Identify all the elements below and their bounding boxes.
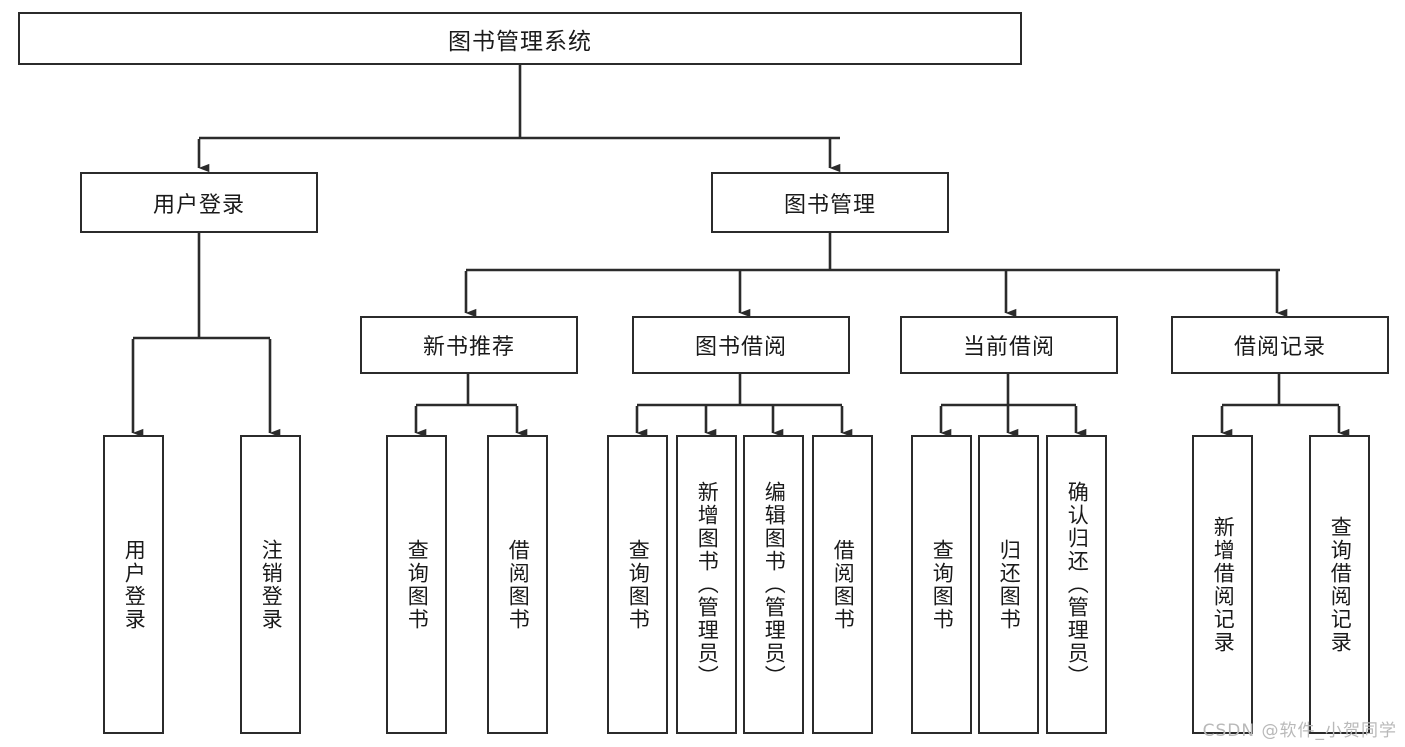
node-leaf-borrow-book-2[interactable]: 借阅图书 — [812, 435, 873, 734]
node-new-book-recommend-label: 新书推荐 — [422, 335, 515, 360]
node-new-book-recommend[interactable]: 新书推荐 — [360, 316, 578, 374]
node-book-manage-label: 图书管理 — [783, 192, 876, 218]
node-leaf-add-book[interactable]: 新增图书（管理员） — [676, 435, 737, 734]
node-leaf-add-book-label: 新增图书（管理员） — [695, 481, 720, 688]
node-book-borrow[interactable]: 图书借阅 — [632, 316, 850, 374]
watermark: CSDN @软件_小贺同学 — [1202, 721, 1397, 741]
node-borrow-record-label: 借阅记录 — [1233, 335, 1326, 360]
node-leaf-query-record-label: 查询借阅记录 — [1328, 515, 1353, 654]
node-leaf-logout-login[interactable]: 注销登录 — [240, 435, 301, 734]
node-leaf-user-login[interactable]: 用户登录 — [103, 435, 164, 734]
node-borrow-record[interactable]: 借阅记录 — [1171, 316, 1389, 374]
node-root[interactable]: 图书管理系统 — [18, 12, 1022, 65]
node-book-borrow-label: 图书借阅 — [694, 335, 787, 360]
node-user-login[interactable]: 用户登录 — [80, 172, 318, 233]
node-leaf-query-record[interactable]: 查询借阅记录 — [1309, 435, 1370, 734]
node-leaf-query-book-1[interactable]: 查询图书 — [386, 435, 447, 734]
node-leaf-edit-book-label: 编辑图书（管理员） — [762, 481, 787, 688]
node-leaf-confirm-return[interactable]: 确认归还（管理员） — [1046, 435, 1107, 734]
node-leaf-add-record[interactable]: 新增借阅记录 — [1192, 435, 1253, 734]
node-leaf-logout-login-label: 注销登录 — [259, 538, 284, 631]
node-leaf-query-book-3[interactable]: 查询图书 — [911, 435, 972, 734]
node-leaf-add-record-label: 新增借阅记录 — [1211, 515, 1236, 654]
node-leaf-borrow-book-2-label: 借阅图书 — [831, 538, 856, 631]
node-user-login-label: 用户登录 — [152, 192, 245, 218]
node-leaf-borrow-book-1-label: 借阅图书 — [506, 538, 531, 631]
node-leaf-confirm-return-label: 确认归还（管理员） — [1065, 481, 1090, 688]
node-leaf-user-login-label: 用户登录 — [122, 538, 147, 631]
node-leaf-query-book-3-label: 查询图书 — [930, 538, 955, 631]
node-current-borrow[interactable]: 当前借阅 — [900, 316, 1118, 374]
node-root-label: 图书管理系统 — [448, 28, 592, 55]
node-leaf-borrow-book-1[interactable]: 借阅图书 — [487, 435, 548, 734]
node-leaf-edit-book[interactable]: 编辑图书（管理员） — [743, 435, 804, 734]
node-leaf-query-book-2[interactable]: 查询图书 — [607, 435, 668, 734]
node-leaf-query-book-1-label: 查询图书 — [405, 538, 430, 631]
node-leaf-return-book[interactable]: 归还图书 — [978, 435, 1039, 734]
node-leaf-return-book-label: 归还图书 — [997, 538, 1022, 631]
node-leaf-query-book-2-label: 查询图书 — [626, 538, 651, 631]
node-book-manage[interactable]: 图书管理 — [711, 172, 949, 233]
node-current-borrow-label: 当前借阅 — [962, 335, 1055, 360]
